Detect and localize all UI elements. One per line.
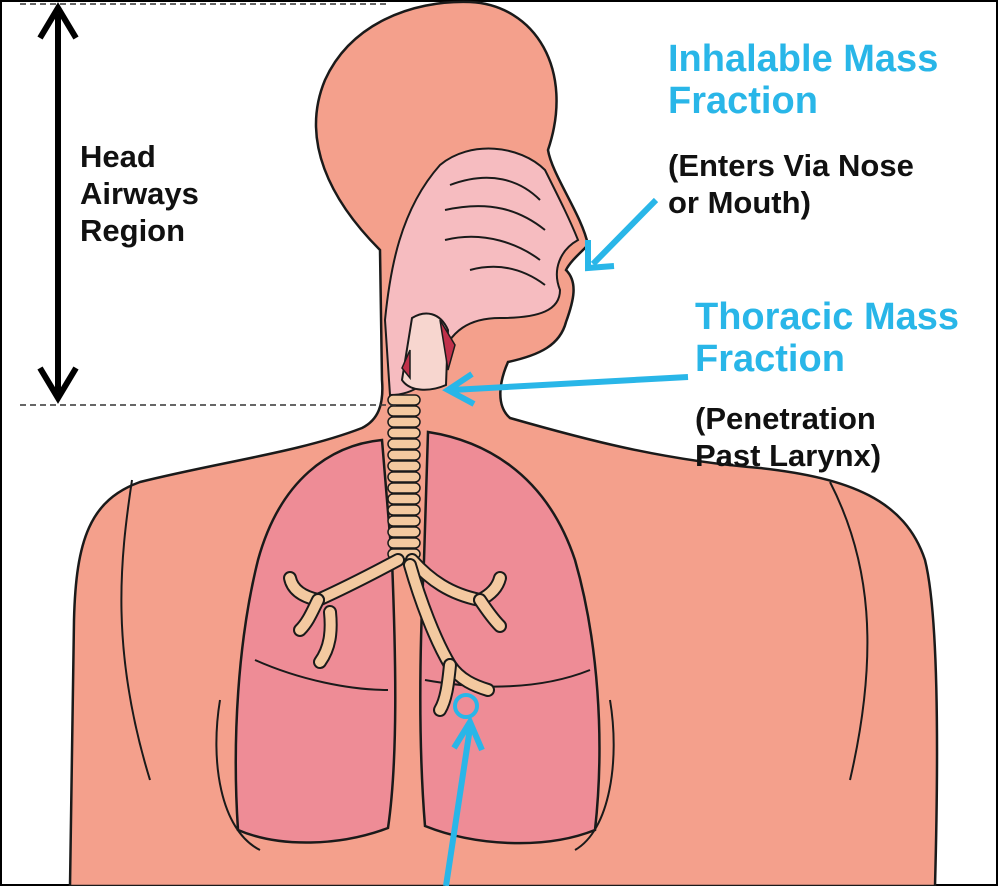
head-airways-label: Head Airways Region — [80, 138, 199, 249]
trachea-ring — [388, 505, 420, 515]
trachea-ring — [388, 461, 420, 471]
thoracic-title-line-1: Thoracic Mass — [695, 296, 959, 338]
inhalable-title: Inhalable Mass Fraction — [668, 38, 938, 122]
head-airways-line-1: Head — [80, 138, 199, 175]
trachea-ring — [388, 527, 420, 537]
thoracic-subtitle-line-1: (Penetration — [695, 400, 881, 437]
inhalable-subtitle-line-1: (Enters Via Nose — [668, 147, 914, 184]
trachea-ring — [388, 450, 420, 460]
inhalable-title-line-1: Inhalable Mass — [668, 38, 938, 80]
trachea-ring — [388, 439, 420, 449]
inhalable-subtitle-line-2: or Mouth) — [668, 184, 914, 221]
trachea-ring — [388, 494, 420, 504]
trachea-ring — [388, 516, 420, 526]
head-airways-line-2: Airways — [80, 175, 199, 212]
thoracic-subtitle-line-2: Past Larynx) — [695, 437, 881, 474]
trachea-ring — [388, 417, 420, 427]
trachea-ring — [388, 428, 420, 438]
thoracic-title: Thoracic Mass Fraction — [695, 296, 959, 380]
head-airways-line-3: Region — [80, 212, 199, 249]
trachea-ring — [388, 538, 420, 548]
trachea-ring — [388, 472, 420, 482]
inhalable-arrow — [588, 200, 656, 268]
head-region-arrow — [40, 8, 76, 398]
trachea — [388, 395, 420, 559]
trachea-ring — [388, 406, 420, 416]
thoracic-subtitle: (Penetration Past Larynx) — [695, 400, 881, 474]
inhalable-subtitle: (Enters Via Nose or Mouth) — [668, 147, 914, 221]
inhalable-title-line-2: Fraction — [668, 80, 938, 122]
trachea-ring — [388, 483, 420, 493]
thoracic-title-line-2: Fraction — [695, 338, 959, 380]
trachea-ring — [388, 395, 420, 405]
